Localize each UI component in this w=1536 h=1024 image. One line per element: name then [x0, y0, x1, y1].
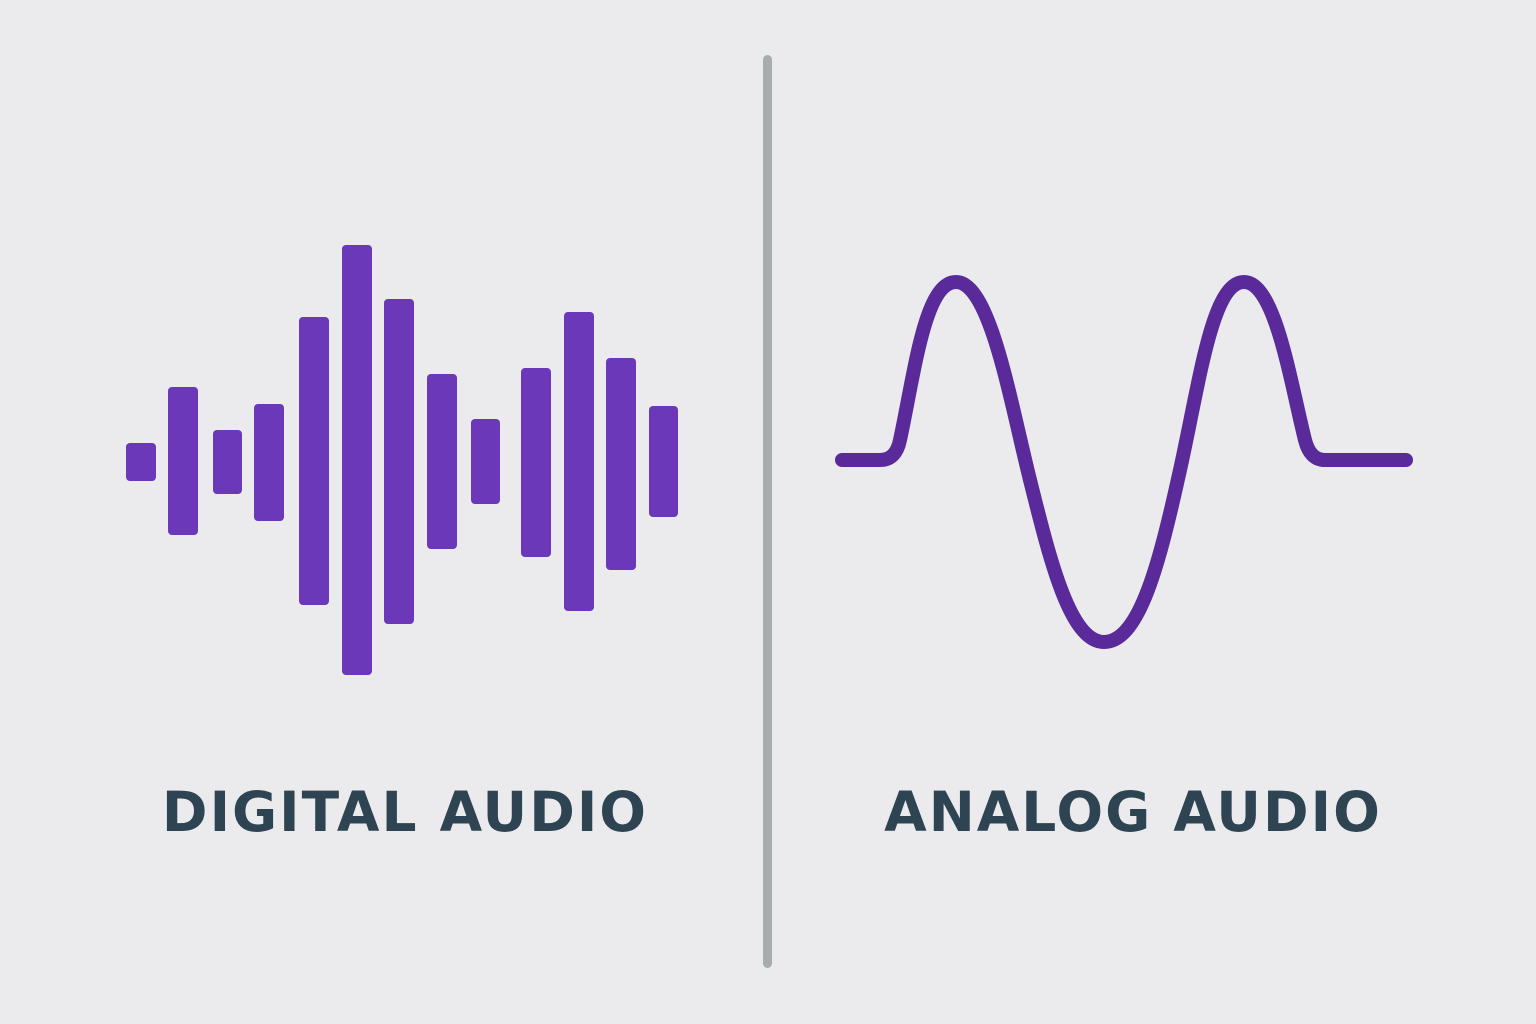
waveform-bar: [427, 374, 457, 549]
waveform-bar: [213, 430, 242, 494]
analog-wave-path: [835, 275, 1413, 649]
waveform-bar: [606, 358, 636, 570]
analog-audio-label: ANALOG AUDIO: [884, 780, 1382, 844]
waveform-bar: [299, 317, 329, 605]
waveform-bar: [168, 387, 198, 535]
waveform-bar: [126, 443, 156, 481]
waveform-bar: [521, 368, 551, 557]
waveform-bar: [254, 404, 284, 521]
waveform-bar: [471, 419, 500, 504]
waveform-bar: [384, 299, 414, 624]
digital-audio-panel: [0, 0, 767, 1024]
waveform-bar: [649, 406, 678, 517]
waveform-bar: [564, 312, 594, 611]
waveform-bar: [342, 245, 372, 675]
digital-audio-label: DIGITAL AUDIO: [161, 780, 649, 844]
vertical-divider: [763, 55, 772, 968]
